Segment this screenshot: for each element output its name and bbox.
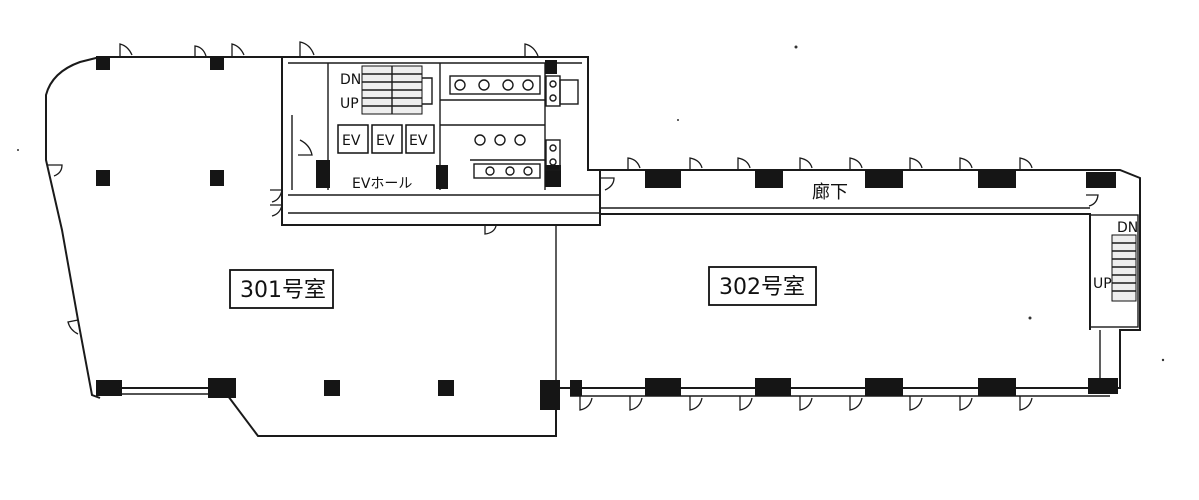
room-301-tag: 301号室 <box>229 269 334 309</box>
room-302-label: 302号室 <box>719 275 805 300</box>
main-stairs <box>361 65 433 115</box>
stair-east-down-label: DN <box>1117 220 1138 236</box>
room-301-label: 301号室 <box>240 278 326 303</box>
core-walls <box>281 56 601 436</box>
room-302-tag: 302号室 <box>708 266 817 306</box>
room-301-walls <box>45 56 557 437</box>
stair-main-down-label: DN <box>340 72 361 88</box>
elevator-1-label: EV <box>342 133 361 149</box>
ev-hall-label: EVホール <box>352 176 412 192</box>
elevator-bank <box>337 124 435 154</box>
east-stairs <box>1089 214 1139 328</box>
stair-east-up-label: UP <box>1093 276 1112 292</box>
scan-specks <box>17 45 1165 362</box>
corridor-label: 廊下 <box>812 182 848 203</box>
elevator-3-label: EV <box>409 133 428 149</box>
restroom-fixtures <box>449 75 579 179</box>
stair-main-up-label: UP <box>340 96 359 112</box>
door-swings <box>48 41 1099 411</box>
elevator-2-label: EV <box>376 133 395 149</box>
room-302-walls <box>556 169 1141 397</box>
columns <box>96 56 1118 410</box>
